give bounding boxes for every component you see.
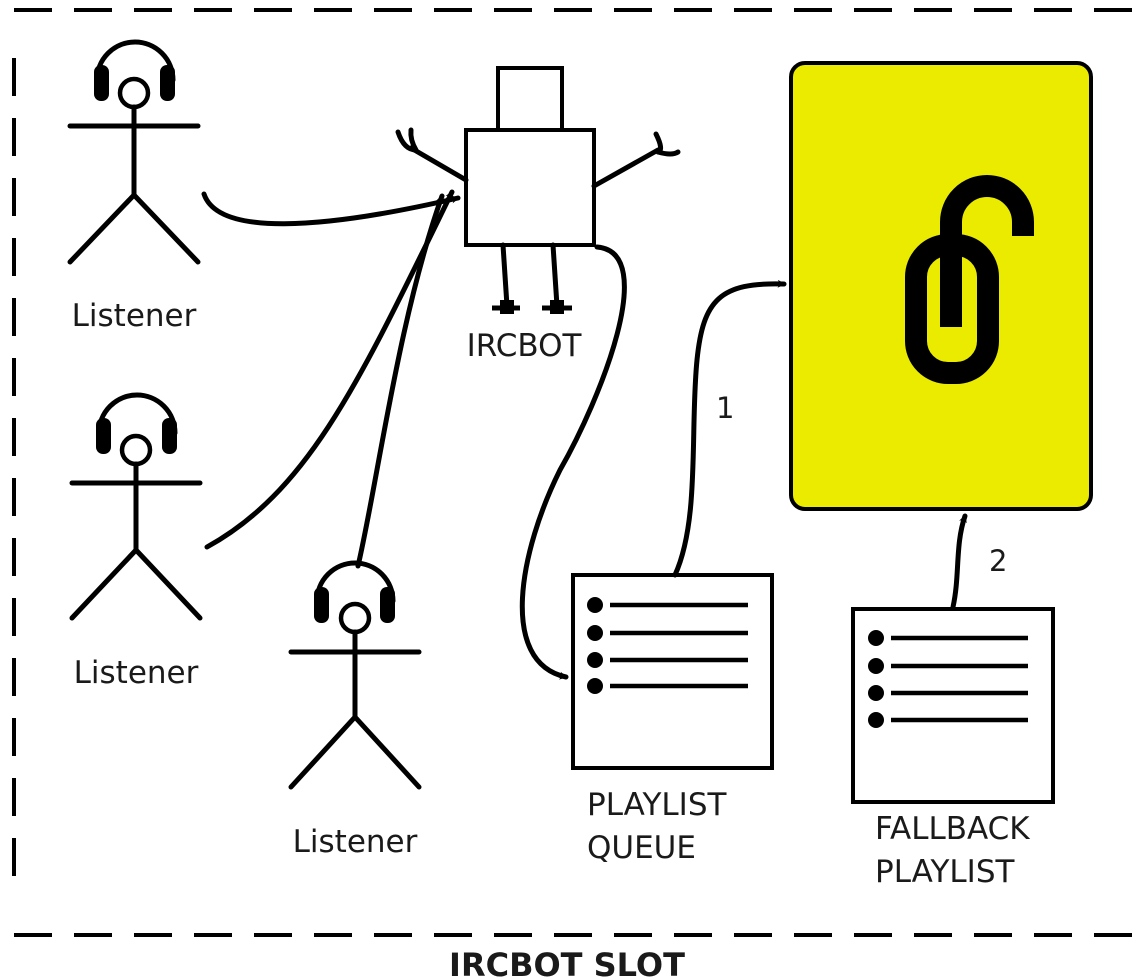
slot-title: IRCBOT SLOT: [449, 946, 685, 980]
listener-2-label: Listener: [74, 655, 199, 691]
edge-listener-2-to-ircbot: [204, 189, 455, 550]
edge-1-label: 1: [716, 391, 734, 425]
fallback-playlist-label-line1: FALLBACK: [875, 811, 1030, 847]
playlist-queue-label-line1: PLAYLIST: [587, 787, 728, 823]
playlist-queue-icon: [571, 573, 774, 770]
ircbot-label: IRCBOT: [467, 328, 583, 364]
slot-boundary: [12, 8, 1143, 937]
listener-3-label: Listener: [293, 824, 418, 860]
fallback-playlist-icon: [851, 607, 1055, 804]
edge-ircbot-to-queue: [519, 244, 627, 680]
listener-1-label: Listener: [72, 298, 197, 334]
edge-listener-1-to-ircbot: [201, 191, 461, 227]
edge-2-label: 2: [989, 544, 1007, 578]
edge-queue-to-player: [672, 279, 787, 578]
fallback-playlist-label-line2: PLAYLIST: [875, 854, 1016, 890]
edge-listener-3-to-ircbot: [355, 193, 445, 569]
listener-2-icon: [69, 392, 203, 621]
listener-3-icon: [288, 560, 422, 790]
edge-fallback-to-player: [950, 513, 968, 610]
listener-1-icon: [67, 39, 201, 265]
open-padlock-icon: [905, 175, 1034, 384]
playlist-queue-label-line2: QUEUE: [587, 830, 696, 866]
ircbot-robot-icon: [395, 66, 681, 314]
